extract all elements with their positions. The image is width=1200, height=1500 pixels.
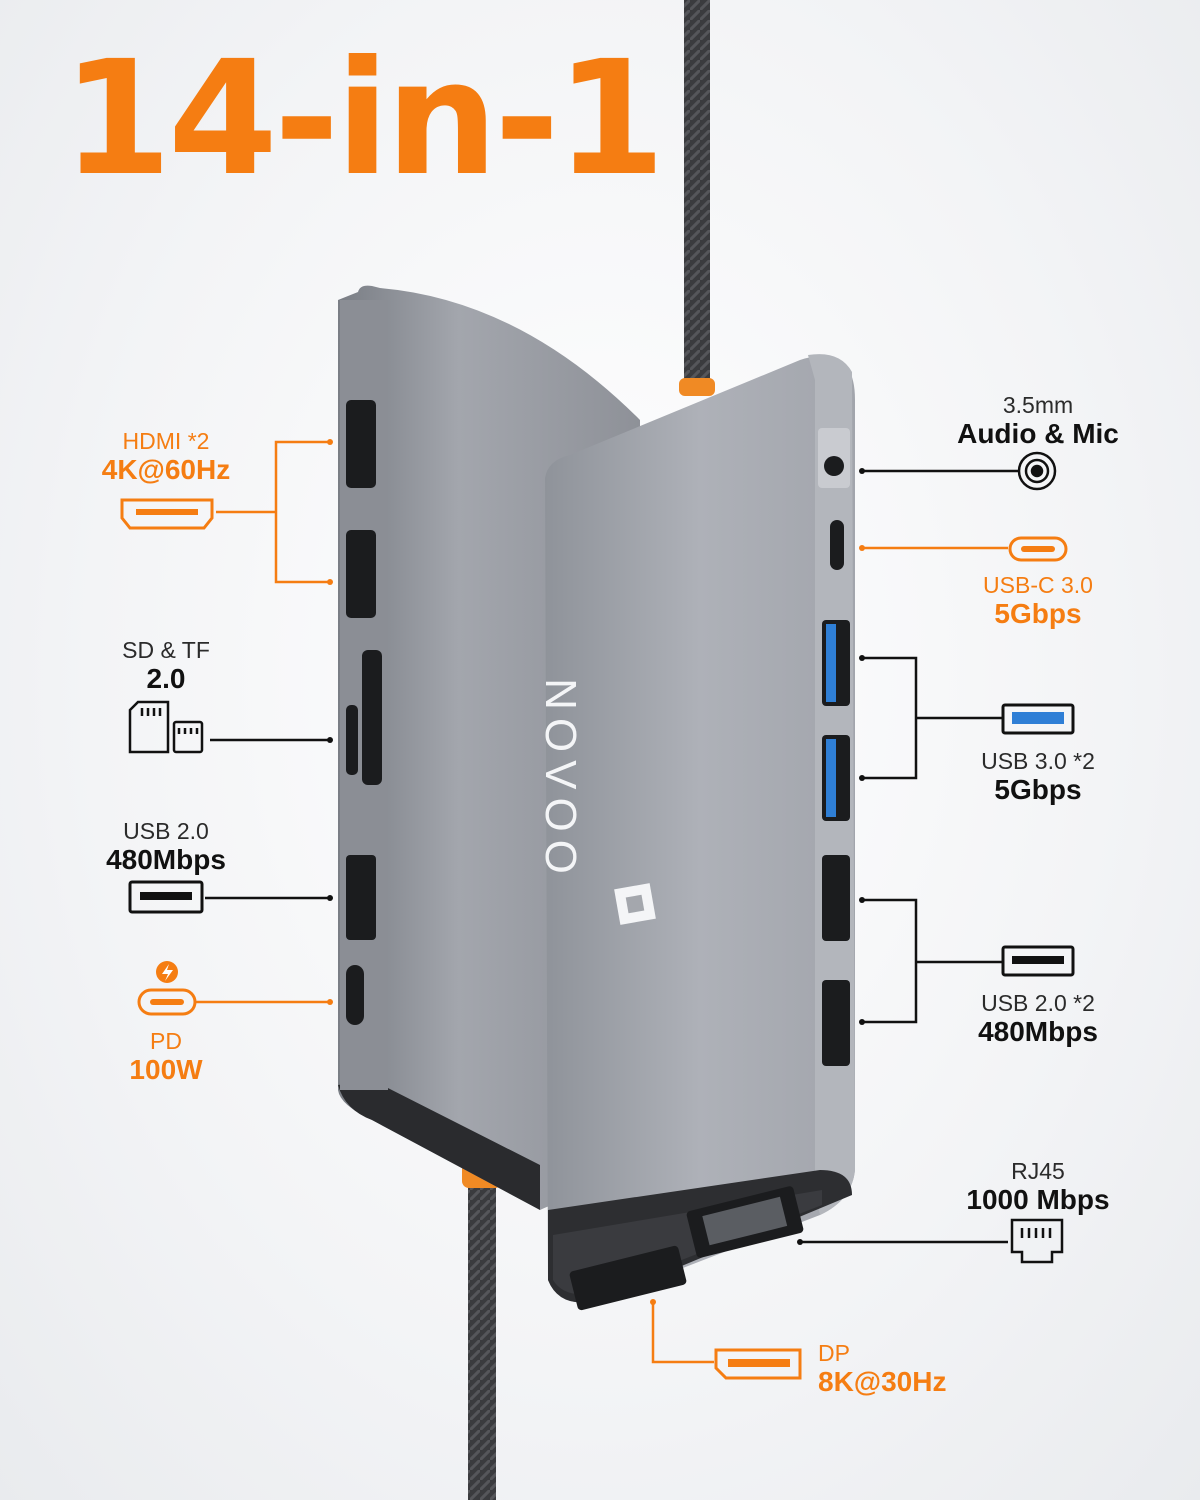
- usbc-port-right: [830, 520, 844, 570]
- usb2-right-connector-line: [862, 898, 1002, 1024]
- hdmi-label-line2: 4K@60Hz: [101, 454, 231, 486]
- usb-c-power-icon: [137, 961, 197, 1016]
- pd-label-line2: 100W: [129, 1054, 203, 1086]
- hdmi2-port: [346, 400, 376, 488]
- hdmi-port-icon: [120, 498, 214, 530]
- usb2-left-label-line1: USB 2.0: [123, 818, 209, 844]
- displayport-icon: [714, 1348, 802, 1380]
- hdmi-label-line1: HDMI *2: [122, 428, 210, 454]
- sd-slot: [362, 650, 382, 785]
- dp-port: [569, 1245, 687, 1311]
- hdmi-connector-line: [216, 440, 330, 584]
- sd-label-line1: SD & TF: [122, 637, 210, 663]
- dp-label-line1: DP: [818, 1340, 850, 1366]
- usb-c-port-icon: [1008, 536, 1068, 562]
- hdmi-label: HDMI *2 4K@60Hz: [86, 428, 246, 487]
- rj45-label: RJ45 1000 Mbps: [948, 1158, 1128, 1217]
- front-hub: [545, 356, 855, 1303]
- usb20-port-b: [822, 980, 850, 1066]
- cable-bottom: [468, 1180, 496, 1500]
- pd-label: PD 100W: [86, 1028, 246, 1087]
- usb3-port-icon: [1001, 703, 1075, 735]
- audio-label-line2: Audio & Mic: [957, 418, 1119, 450]
- back-hub-bottom: [338, 1080, 540, 1210]
- usbc-label-line1: USB-C 3.0: [983, 572, 1093, 598]
- rj45-inner: [702, 1196, 788, 1246]
- sd-card-icon: [128, 700, 204, 754]
- dp-label: DP 8K@30Hz: [818, 1340, 988, 1399]
- sd-label: SD & TF 2.0: [86, 637, 246, 696]
- usbc-label: USB-C 3.0 5Gbps: [948, 572, 1128, 631]
- cable-ring-top: [679, 378, 715, 396]
- usb3-label-line2: 5Gbps: [994, 774, 1082, 806]
- sd-label-line2: 2.0: [146, 663, 186, 695]
- usb2-left-label-line2: 480Mbps: [106, 844, 226, 876]
- audio-jack: [824, 456, 844, 476]
- usb2-right-label-line1: USB 2.0 *2: [981, 990, 1095, 1016]
- audio-label: 3.5mm Audio & Mic: [948, 392, 1128, 451]
- usb2-left-label: USB 2.0 480Mbps: [86, 818, 246, 877]
- hdmi1-port: [346, 530, 376, 618]
- rj45-label-line2: 1000 Mbps: [966, 1184, 1110, 1216]
- ethernet-port-icon: [1010, 1218, 1064, 1264]
- usb2-right-label-line2: 480Mbps: [978, 1016, 1098, 1048]
- usb30-tongue-a: [826, 624, 836, 702]
- usb-a-port-icon-right: [1001, 945, 1075, 977]
- usb20-port-left: [346, 855, 376, 940]
- usb-a-port-icon-left: [128, 880, 204, 914]
- tf-slot: [346, 705, 358, 775]
- usb3-label-line1: USB 3.0 *2: [981, 748, 1095, 774]
- dp-label-line2: 8K@30Hz: [818, 1366, 947, 1398]
- audio-label-line1: 3.5mm: [1002, 392, 1074, 418]
- rj45-label-line1: RJ45: [1011, 1158, 1065, 1184]
- usb3-connector-line: [862, 656, 1002, 780]
- pd-label-line1: PD: [150, 1028, 182, 1054]
- brand-wordmark: NOVOO: [536, 678, 585, 882]
- usb20-port-a: [822, 855, 850, 941]
- usb2-right-label: USB 2.0 *2 480Mbps: [948, 990, 1128, 1049]
- cable-top: [684, 0, 710, 390]
- audio-jack-icon: [1017, 451, 1057, 491]
- usb3-label: USB 3.0 *2 5Gbps: [948, 748, 1128, 807]
- usbc-label-line2: 5Gbps: [994, 598, 1082, 630]
- headline: 14-in-1: [62, 27, 666, 211]
- usb30-tongue-b: [826, 739, 836, 817]
- pd-usbc-port: [346, 965, 364, 1025]
- dp-connector-line: [651, 1302, 714, 1364]
